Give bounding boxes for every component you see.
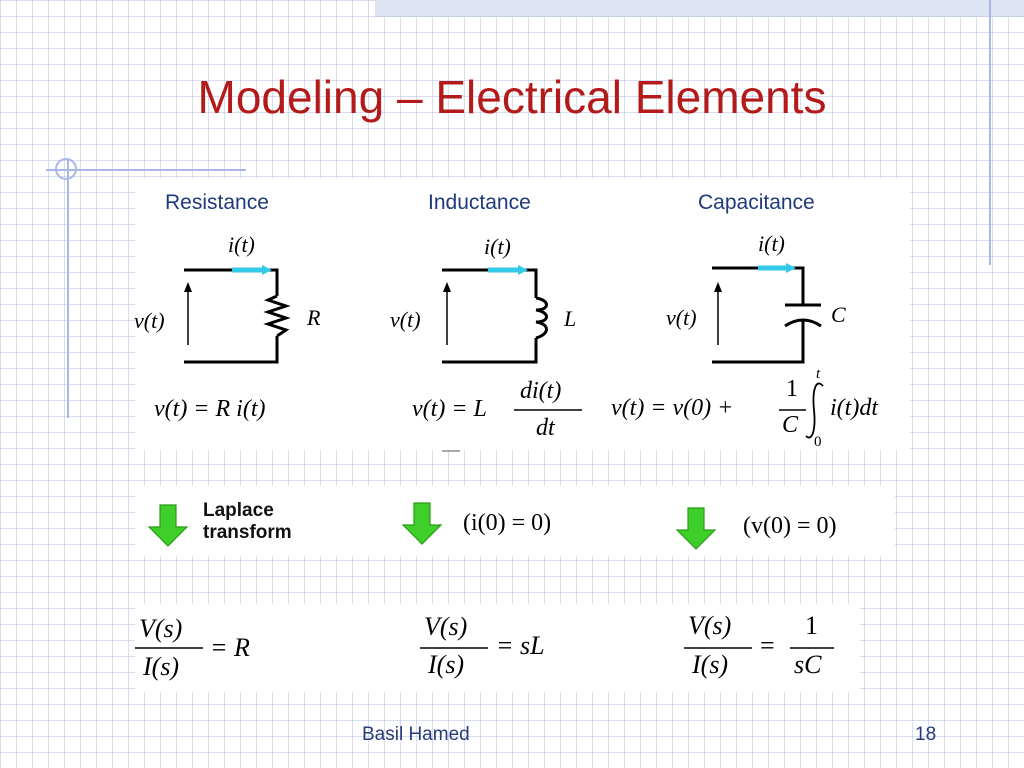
footer-author: Basil Hamed (362, 724, 470, 745)
capacitance-equation-lhs: v(t) = v(0) + (611, 395, 734, 421)
resistance-current-label: i(t) (228, 232, 255, 257)
capacitance-laplace-equals: = (760, 631, 775, 660)
inductance-wires (442, 268, 538, 364)
decor-line-horizontal (46, 169, 246, 171)
capacitance-integrand: i(t)dt (830, 395, 878, 421)
resistance-circuit (184, 265, 291, 364)
inductance-voltage-label: v(t) (390, 307, 421, 332)
capacitance-laplace-right-num: 1 (805, 611, 818, 640)
capacitance-wires (712, 266, 805, 364)
capacitance-laplace-den: I(s) (692, 650, 729, 679)
inductor-symbol (535, 296, 548, 340)
capacitance-equation-frac-den: C (782, 412, 799, 438)
laplace-caption-line2: transform (203, 522, 292, 543)
decor-line-left (67, 160, 69, 418)
inductance-initial-condition: (i(0) = 0) (463, 510, 552, 536)
resistance-component-label: R (307, 305, 321, 330)
integral-sign (805, 382, 824, 439)
down-arrow-3 (675, 507, 717, 550)
decor-circle (55, 158, 77, 180)
circuit-panel (135, 178, 910, 450)
down-arrow-1 (147, 504, 189, 547)
laplace-row-panel (135, 486, 895, 556)
heading-inductance: Inductance (428, 191, 531, 214)
capacitance-component-label: C (831, 302, 846, 327)
laplace-caption: Laplace transform (203, 500, 292, 544)
inductance-equation-numerator: di(t) (520, 378, 562, 404)
resistance-time-equation: v(t) = R i(t) (154, 396, 266, 422)
resistance-laplace-result: = R (210, 633, 250, 662)
capacitance-equation-frac-num: 1 (786, 376, 798, 402)
inductance-laplace-result: = sL (496, 631, 545, 660)
inductance-laplace-num: V(s) (424, 612, 468, 641)
slide-title: Modeling – Electrical Elements (197, 71, 827, 123)
capacitance-initial-condition: (v(0) = 0) (743, 513, 837, 539)
inductance-component-label: L (564, 306, 577, 331)
resistor-symbol (263, 294, 291, 338)
top-decor-band (375, 0, 1024, 17)
inductance-circuit (442, 265, 548, 452)
down-arrow-2 (401, 502, 443, 545)
inductance-equation-denominator: dt (536, 415, 555, 441)
decor-line-right (989, 0, 991, 265)
heading-capacitance: Capacitance (698, 191, 815, 214)
page-number: 18 (915, 724, 937, 745)
capacitance-voltage-label: v(t) (666, 305, 697, 330)
capacitance-laplace-right-den: sC (794, 650, 822, 679)
capacitance-laplace-num: V(s) (688, 611, 732, 640)
resistance-voltage-label: v(t) (134, 308, 165, 333)
inductance-laplace-den: I(s) (428, 650, 465, 679)
inductance-equation-lhs: v(t) = L (412, 396, 487, 422)
integral-upper-limit: t (816, 366, 821, 382)
resistance-laplace-den: I(s) (143, 652, 180, 681)
capacitance-current-label: i(t) (758, 231, 785, 256)
capacitance-circuit (712, 263, 822, 364)
resistance-wires (184, 268, 279, 364)
laplace-caption-line1: Laplace (203, 500, 274, 521)
capacitor-plate-bottom (784, 318, 822, 328)
inductance-current-label: i(t) (484, 234, 511, 259)
resistance-laplace-num: V(s) (139, 614, 183, 643)
heading-resistance: Resistance (165, 191, 269, 214)
integral-lower-limit: 0 (814, 434, 822, 450)
